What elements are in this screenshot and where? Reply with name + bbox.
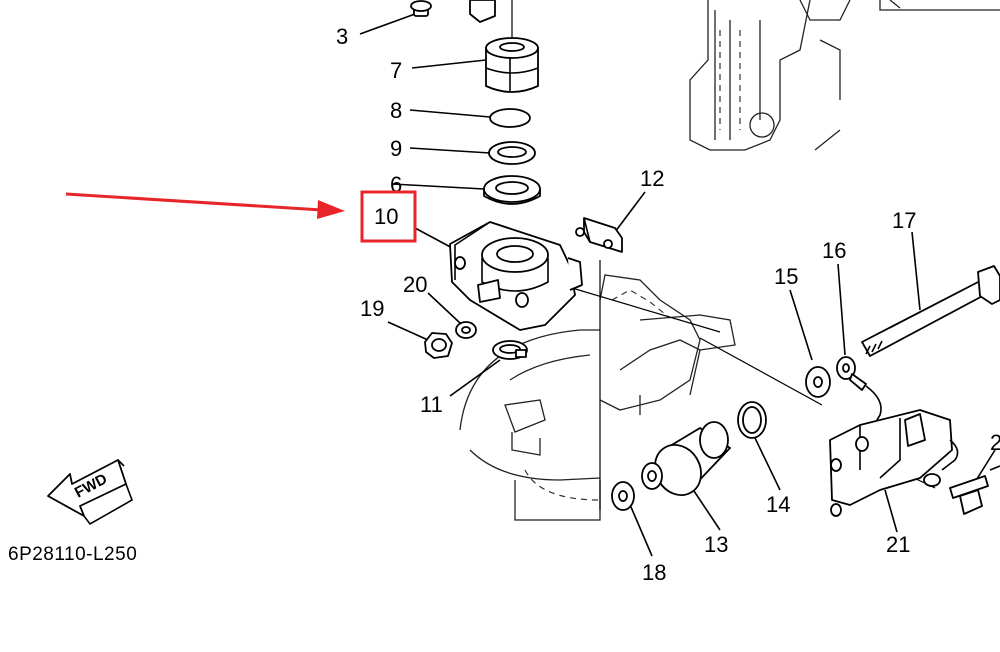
callout-16: 16 <box>822 238 846 263</box>
part-14-o-ring <box>737 401 767 439</box>
part-16-terminal <box>836 356 882 441</box>
part-18-washer <box>611 481 635 511</box>
part-19-nut <box>424 332 453 359</box>
part-9-washer <box>488 141 536 165</box>
part-15-washer <box>805 366 831 398</box>
part-17-bolt <box>861 265 1000 357</box>
part-21-sensor-bracket <box>829 409 959 517</box>
callout-21: 21 <box>886 532 910 557</box>
fwd-arrow: FWD <box>47 459 133 526</box>
callout-3: 3 <box>336 24 348 49</box>
engine-block-outline <box>689 0 1000 151</box>
callout-13: 13 <box>704 532 728 557</box>
callout-labels: 3 7 8 9 6 10 12 17 16 15 20 19 11 14 13 … <box>336 24 1000 585</box>
part-2-bolt <box>949 465 1000 515</box>
part-10-steering-arm <box>449 221 583 331</box>
callout-20: 20 <box>403 272 427 297</box>
part-11-clip <box>492 340 528 360</box>
highlight-box <box>360 190 417 243</box>
callout-11: 11 <box>420 392 443 417</box>
callout-14: 14 <box>766 492 790 517</box>
pointer-arrow <box>65 192 345 219</box>
callout-2: 2 <box>990 430 1000 455</box>
callout-18: 18 <box>642 560 666 585</box>
figure-code: 6P28110-L250 <box>8 544 137 565</box>
part-13-bushing <box>641 421 731 496</box>
part-3-screw <box>410 0 496 23</box>
part-20-washer <box>455 321 477 339</box>
callout-12: 12 <box>640 166 664 191</box>
part-6-washer <box>483 175 541 205</box>
part-7-bushing <box>485 37 539 93</box>
callout-19: 19 <box>360 296 384 321</box>
part-8-o-ring <box>489 108 531 128</box>
part-12-block <box>575 217 623 253</box>
callout-9: 9 <box>390 136 402 161</box>
callout-10: 10 <box>374 204 398 229</box>
callout-8: 8 <box>390 98 402 123</box>
callout-15: 15 <box>774 264 798 289</box>
bracket-housing-outline <box>459 274 736 521</box>
leader-lines <box>359 0 996 557</box>
callout-7: 7 <box>390 58 402 83</box>
callout-17: 17 <box>892 208 916 233</box>
